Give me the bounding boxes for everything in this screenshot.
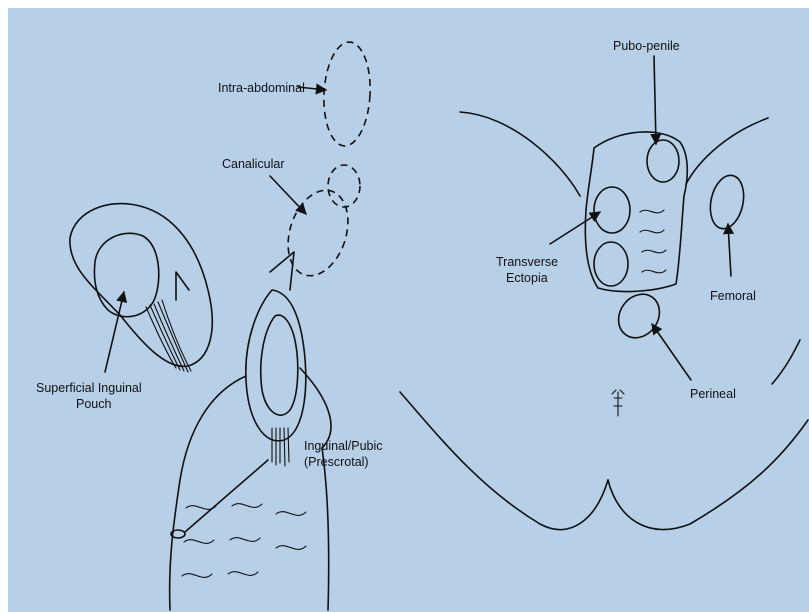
label-femoral: Femoral [710,289,756,303]
label-inguinal-line2: (Prescrotal) [304,455,369,469]
label-intra-abdominal: Intra-abdominal [218,81,305,95]
background-panel [8,8,809,612]
label-canalicular: Canalicular [222,157,285,171]
label-transverse-line1: Transverse [496,255,558,269]
label-transverse-line2: Ectopia [506,271,548,285]
label-superficial-line1: Superficial Inguinal [36,381,142,395]
label-pubo-penile: Pubo-penile [613,39,680,53]
label-inguinal-line1: Inguinal/Pubic [304,439,383,453]
label-superficial-line2: Pouch [76,397,111,411]
label-perineal: Perineal [690,387,736,401]
